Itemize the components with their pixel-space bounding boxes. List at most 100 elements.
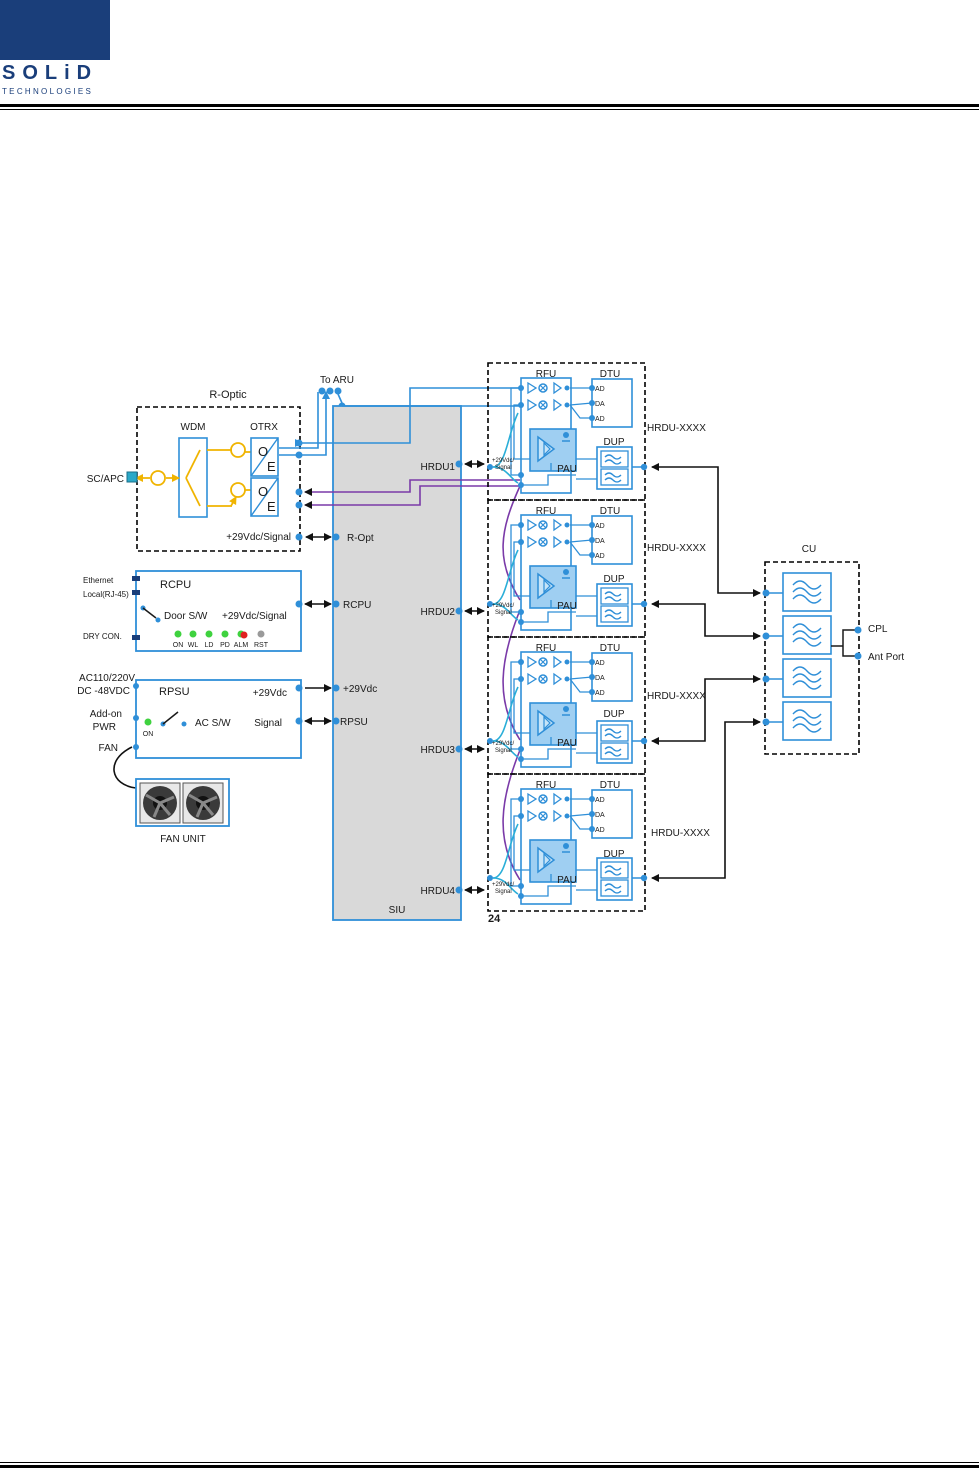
svg-text:HRDU-XXXX: HRDU-XXXX [651, 828, 710, 839]
rpsu-29vdc: +29Vdc [253, 688, 287, 699]
wdm-box [178, 437, 208, 518]
svg-text:DA: DA [595, 401, 605, 408]
siu-rcpu: RCPU [343, 600, 371, 611]
rcpu-local: Local(RJ-45) [83, 590, 129, 599]
rpsu-dc-in: DC -48VDC [77, 686, 130, 697]
cu-ant-port: Ant Port [868, 652, 904, 663]
led-pd: PD [220, 642, 230, 649]
svg-text:RFU: RFU [536, 369, 557, 380]
svg-text:DA: DA [595, 812, 605, 819]
svg-text:DTU: DTU [600, 369, 621, 380]
footer-rule-thin [0, 1462, 979, 1463]
rcpu-block: RCPU Ethernet Local(RJ-45) DRY CON. Door… [83, 570, 303, 652]
svg-text:DUP: DUP [603, 574, 624, 585]
svg-text:DUP: DUP [603, 437, 624, 448]
svg-text:AD: AD [595, 660, 605, 667]
fan-unit-label: FAN UNIT [160, 834, 206, 845]
r-optic-power-label: +29Vdc/Signal [226, 532, 291, 543]
led-wl: WL [188, 642, 199, 649]
rpsu-ac-in: AC110/220V [79, 673, 135, 684]
siu-hrdu3: HRDU3 [421, 745, 456, 756]
svg-text:RFU: RFU [536, 780, 557, 791]
r-optic-title: R-Optic [209, 389, 247, 401]
led-rst: RST [254, 642, 269, 649]
led-alm: ALM [234, 642, 249, 649]
company-logo: SOLiD TECHNOLOGIES [0, 0, 110, 97]
rpsu-signal: Signal [254, 718, 282, 729]
svg-text:DTU: DTU [600, 643, 621, 654]
svg-text:PAU: PAU [557, 875, 577, 886]
rcpu-title: RCPU [160, 579, 191, 591]
fan-unit: FAN UNIT [135, 778, 230, 845]
slot-number: 24 [488, 913, 501, 925]
svg-text:DA: DA [595, 675, 605, 682]
rpsu-block: RPSU +29Vdc Signal AC110/220V DC -48VDC … [77, 673, 303, 759]
siu-hrdu2: HRDU2 [421, 607, 456, 618]
svg-text:AD: AD [595, 690, 605, 697]
svg-text:AD: AD [595, 386, 605, 393]
otrx-e1: E [267, 459, 276, 474]
cu-block: CU CPL Ant Port [762, 544, 904, 755]
siu-hrdu4: HRDU4 [421, 886, 456, 897]
svg-text:HRDU-XXXX: HRDU-XXXX [647, 543, 706, 554]
svg-text:Signal: Signal [495, 610, 512, 616]
svg-text:AD: AD [595, 416, 605, 423]
led-ld: LD [205, 642, 214, 649]
svg-text:DUP: DUP [603, 849, 624, 860]
rpsu-fan: FAN [99, 743, 118, 754]
svg-text:AD: AD [595, 553, 605, 560]
hrdu-module-2 [486, 499, 649, 638]
svg-text:Signal: Signal [495, 889, 512, 895]
svg-text:AD: AD [595, 523, 605, 530]
rpsu-on-led: ON [143, 731, 154, 738]
logo-subtitle: TECHNOLOGIES [2, 87, 94, 96]
siu-block [332, 405, 462, 921]
svg-text:+29Vdc/: +29Vdc/ [492, 458, 515, 464]
rpsu-pwr: PWR [93, 722, 116, 733]
siu-rpsu: RPSU [340, 717, 368, 728]
svg-text:RFU: RFU [536, 643, 557, 654]
cu-cpl: CPL [868, 624, 888, 635]
svg-text:+29Vdc/: +29Vdc/ [492, 603, 515, 609]
sc-apc-label: SC/APC [87, 474, 124, 485]
svg-text:DUP: DUP [603, 709, 624, 720]
to-aru-label: To ARU [320, 375, 354, 386]
otrx-o2: O [258, 484, 268, 499]
sc-apc-connector [126, 471, 138, 483]
rcpu-dry: DRY CON. [83, 632, 122, 641]
rcpu-power: +29Vdc/Signal [222, 611, 287, 622]
rpsu-acsw: AC S/W [195, 718, 231, 729]
svg-text:DTU: DTU [600, 506, 621, 517]
logo-box [0, 0, 110, 60]
led-on: ON [173, 642, 184, 649]
otrx-e2: E [267, 499, 276, 514]
otrx-o1: O [258, 444, 268, 459]
svg-text:AD: AD [595, 827, 605, 834]
svg-text:DTU: DTU [600, 780, 621, 791]
otrx-label: OTRX [250, 422, 278, 433]
logo-name: SOLiD [2, 62, 99, 84]
svg-text:+29Vdc/: +29Vdc/ [492, 741, 515, 747]
svg-text:AD: AD [595, 797, 605, 804]
wdm-label: WDM [181, 422, 206, 433]
svg-text:HRDU-XXXX: HRDU-XXXX [647, 423, 706, 434]
svg-text:+29Vdc/: +29Vdc/ [492, 882, 515, 888]
svg-text:Signal: Signal [495, 465, 512, 471]
rpsu-title: RPSU [159, 686, 190, 698]
siu-r-opt: R-Opt [347, 533, 374, 544]
rpsu-addon: Add-on [90, 709, 122, 720]
siu-hrdu1: HRDU1 [421, 462, 456, 473]
r-optic-block: R-Optic WDM OTRX O E O E SC/APC +29Vdc/S… [87, 389, 303, 552]
siu-hrdu-ports: HRDU1 HRDU2 HRDU3 HRDU4 [421, 460, 463, 897]
footer-rule-thick [0, 1465, 979, 1468]
header-rule-thick [0, 104, 979, 107]
header-rule-thin [0, 109, 979, 110]
rcpu-ethernet: Ethernet [83, 576, 114, 585]
rcpu-leds: ON WL LD PD ALM RST [173, 630, 269, 649]
siu-title: SIU [389, 905, 406, 916]
svg-text:RFU: RFU [536, 506, 557, 517]
rcpu-door-sw: Door S/W [164, 611, 208, 622]
svg-text:HRDU-XXXX: HRDU-XXXX [647, 691, 706, 702]
svg-text:Signal: Signal [495, 748, 512, 754]
